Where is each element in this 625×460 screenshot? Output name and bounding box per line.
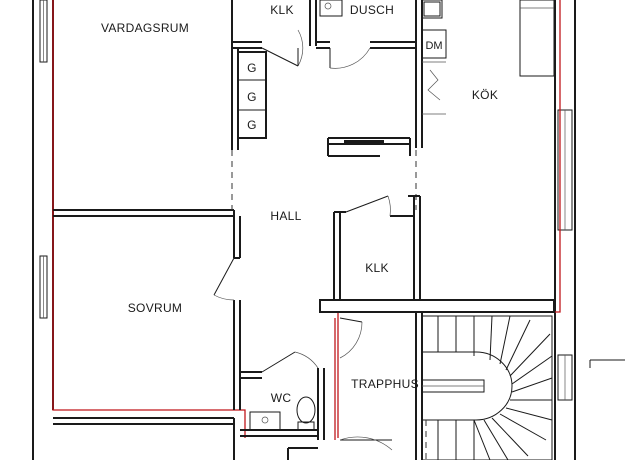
storage-label-1: G <box>247 61 257 75</box>
label-dusch: DUSCH <box>350 3 394 17</box>
label-hall: HALL <box>270 209 301 223</box>
storage-label-3: G <box>247 118 257 132</box>
interior-walls <box>53 0 555 460</box>
staircase <box>421 315 553 460</box>
apartment-boundary <box>52 0 561 440</box>
storage-labels: G G G <box>247 61 257 132</box>
exterior-walls <box>32 0 625 460</box>
label-trapphus: TRAPPHUS <box>351 377 419 391</box>
label-wc: WC <box>271 391 292 405</box>
label-vardagsrum: VARDAGSRUM <box>101 21 189 35</box>
storage-label-2: G <box>247 90 257 104</box>
label-klk-top: KLK <box>270 3 294 17</box>
doors <box>213 29 393 451</box>
label-kok: KÖK <box>472 88 498 102</box>
label-dm: DM <box>425 40 442 52</box>
label-klk-mid: KLK <box>365 261 389 275</box>
bathroom-fixtures <box>249 0 343 431</box>
label-sovrum: SOVRUM <box>128 301 182 315</box>
room-labels: VARDAGSRUM KLK DUSCH DM KÖK HALL KLK SOV… <box>101 3 498 405</box>
kitchen-fixtures <box>421 0 555 115</box>
